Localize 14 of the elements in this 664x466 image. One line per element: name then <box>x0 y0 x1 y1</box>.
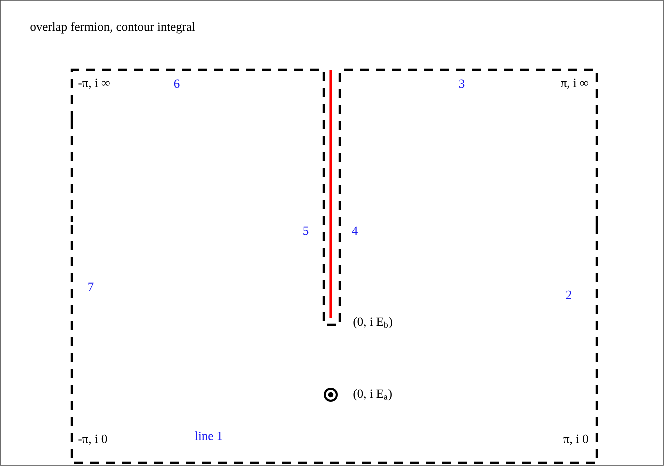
corner-label: π, i 0 <box>564 434 588 446</box>
segment-number: 6 <box>174 80 180 88</box>
segment-number: 2 <box>566 290 572 300</box>
segment-label: line 1 <box>195 432 222 440</box>
corner-label: -π, i 0 <box>78 434 108 446</box>
segment-number: 7 <box>88 282 94 292</box>
segment-number: 5 <box>304 226 309 236</box>
corner-label: π, i ∞ <box>561 78 588 90</box>
point-label: (0, i E$_{a}$) <box>354 389 392 401</box>
segment-number: 3 <box>459 80 465 88</box>
segment-number: 4 <box>352 226 358 236</box>
point-label: (0, i E$_{b}$) <box>354 317 392 329</box>
title: overlap fermion, contour integral <box>30 22 196 34</box>
corner-label: -π, i ∞ <box>78 78 110 90</box>
